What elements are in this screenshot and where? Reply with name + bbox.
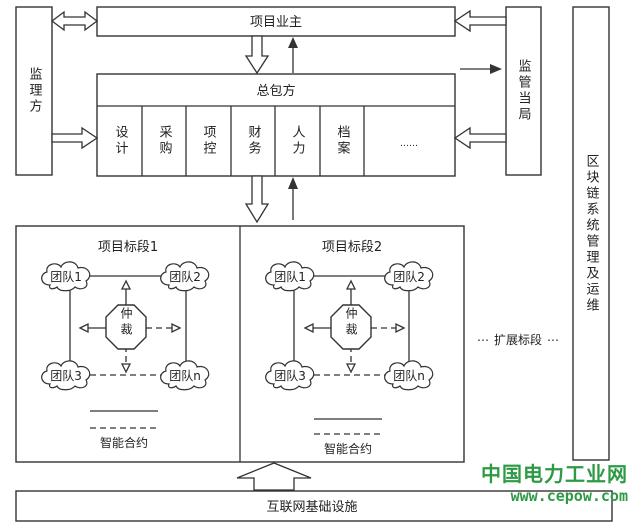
regulator-owner-arrow [453,9,507,33]
project-section-2: 项目标段2 团队1 团队2 团队3 团队n 仲裁 智能合约 [265,240,434,456]
infrastructure-box: 互联网基础设施 [15,490,613,522]
section-title: 项目标段2 [322,240,382,255]
team-cloud: 团队1 [41,261,91,292]
smart-contract-label: 智能合约 [324,441,372,456]
team-cloud: 团队3 [265,360,315,391]
svg-text:团队3: 团队3 [50,368,82,383]
owner-box: 项目业主 [96,6,456,37]
svg-text:团队1: 团队1 [50,269,82,284]
svg-text:仲裁: 仲裁 [344,307,358,339]
department-finance: 财务 [246,125,262,157]
team-cloud: 团队3 [41,360,91,391]
arbitration-node: 仲裁 [330,304,372,350]
department-hr: 人力 [290,125,306,157]
department-archive: 档案 [335,125,351,157]
svg-text:⋯: ⋯ [477,333,489,347]
team-cloud: 团队n [160,360,210,391]
svg-text:仲裁: 仲裁 [119,307,133,339]
project-section-1: 项目标段1 团队1 团队2 团队3 团队n 仲裁 智能合约 [41,240,210,450]
team-cloud: 团队2 [160,261,210,292]
watermark-url: www.cepow.com [510,487,628,505]
svg-text:团队3: 团队3 [274,368,306,383]
contractor-owner-arrow [288,37,298,73]
infrastructure-label: 互联网基础设施 [266,500,357,515]
smart-contract-label: 智能合约 [100,435,148,450]
owner-label: 项目业主 [250,15,302,30]
sections-contractor-arrow [288,177,298,220]
regulator-label: 监管当局 [516,59,532,123]
supervisor-box: 监理方 [15,6,53,176]
regulator-contractor-arrow [453,126,507,150]
svg-text:团队2: 团队2 [393,269,425,284]
department-more: …… [400,139,418,149]
project-sections-container [15,225,465,463]
owner-contractor-arrow [244,35,270,75]
extension-section: ⋯ 扩展标段 ⋯ [477,332,559,347]
department-cells: 设计 采购 项控 财务 人力 档案 …… [113,125,419,157]
team-cloud: 团队2 [384,261,434,292]
watermark-name: 中国电力工业网 [481,462,628,486]
general-contractor-box: 总包方 [96,73,456,177]
team-cloud: 团队n [384,360,434,391]
team-cloud: 团队1 [265,261,315,292]
blockchain-admin-box: 区块链系统管理及运维 [572,6,610,461]
department-design: 设计 [113,125,129,157]
svg-text:团队2: 团队2 [169,269,201,284]
department-project-control: 项控 [201,125,217,157]
arbitration-node: 仲裁 [105,304,147,350]
blockchain-admin-label: 区块链系统管理及运维 [584,154,600,314]
department-procurement: 采购 [157,125,173,157]
contractor-regulator-arrow [460,64,502,74]
section-title: 项目标段1 [98,240,158,255]
svg-text:⋯: ⋯ [547,333,559,347]
contractor-sections-arrow [244,175,270,224]
regulator-box: 监管当局 [505,6,542,176]
supervisor-label: 监理方 [27,67,43,115]
svg-text:团队1: 团队1 [274,269,306,284]
extension-label: 扩展标段 [494,332,542,347]
svg-text:团队n: 团队n [393,368,425,383]
infrastructure-arrow [236,462,312,491]
svg-text:团队n: 团队n [169,368,201,383]
supervisor-contractor-arrow [51,126,99,150]
supervisor-owner-arrow [50,10,99,32]
general-contractor-label: 总包方 [256,83,295,99]
